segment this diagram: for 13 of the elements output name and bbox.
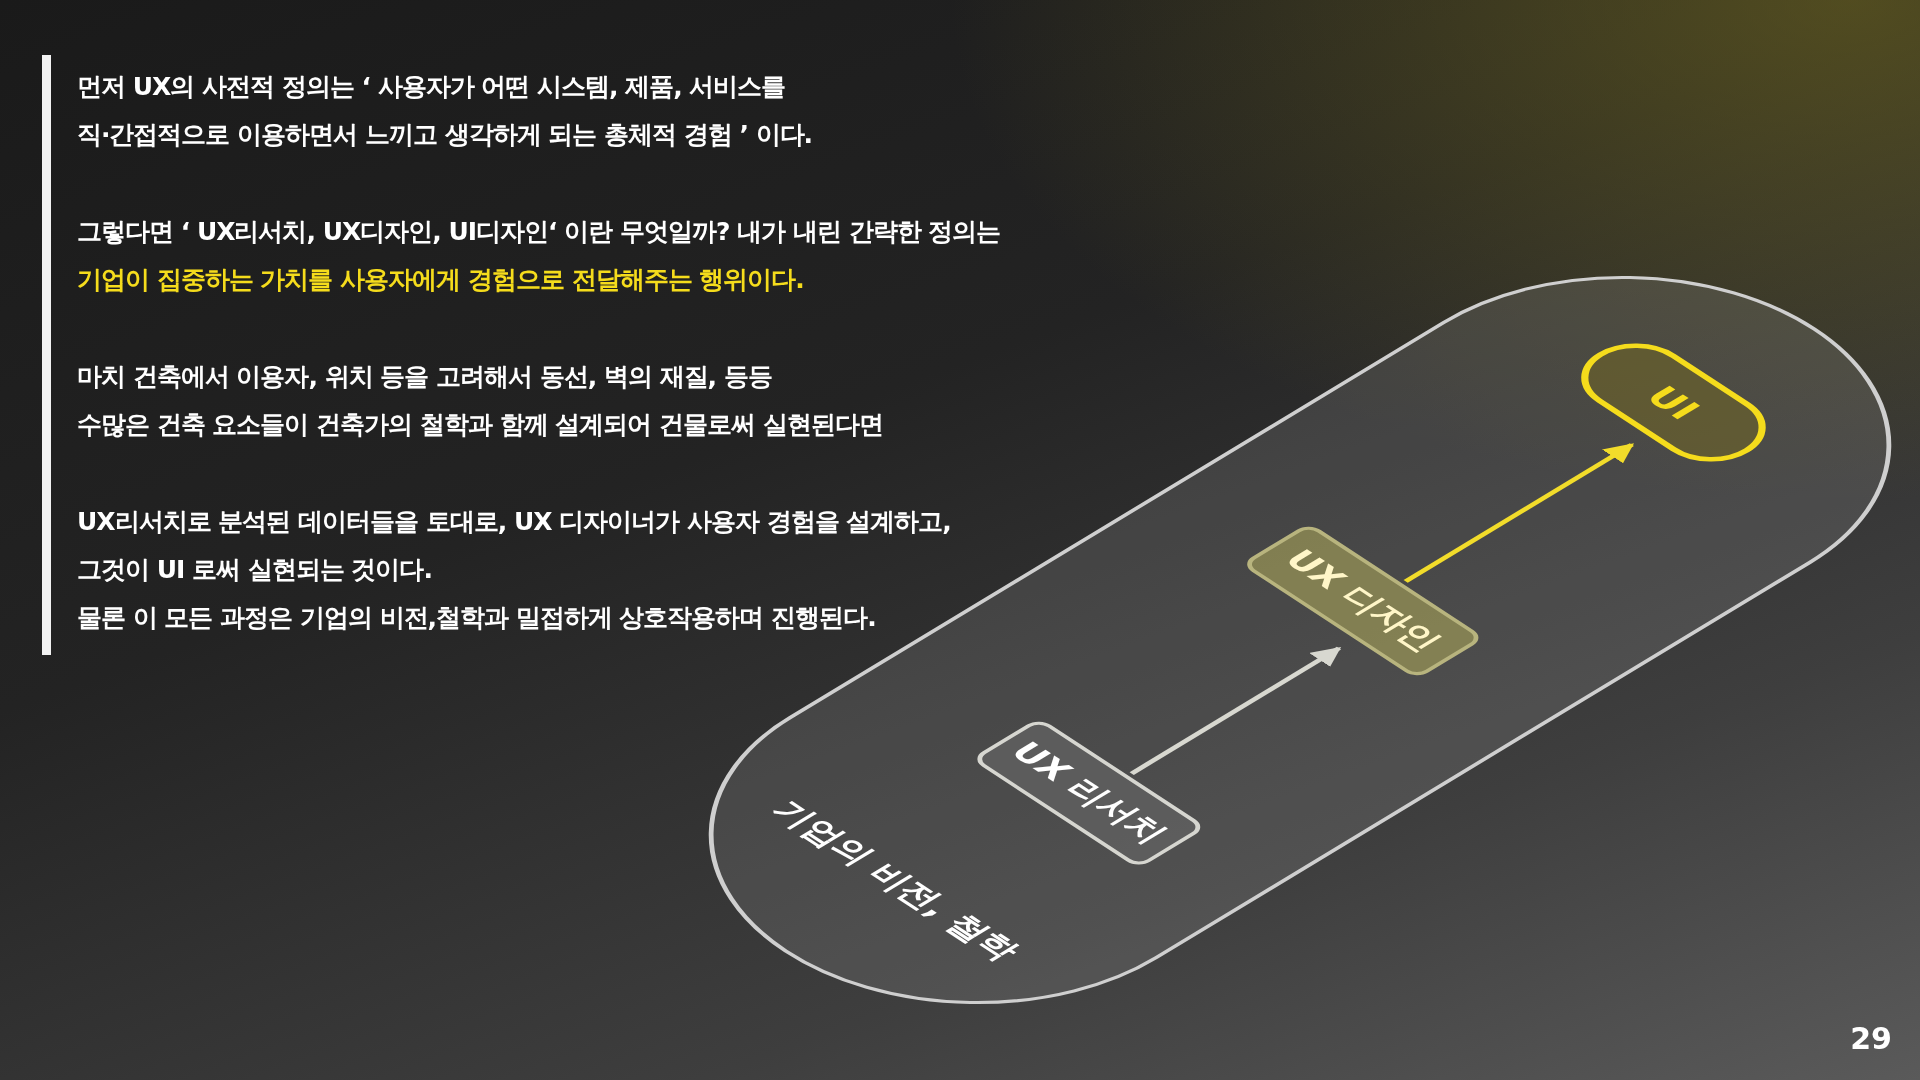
text-line: 기업이 집중하는 가치를 사용자에게 경험으로 전달해주는 행위이다.	[77, 264, 804, 296]
arrow	[1404, 442, 1634, 584]
text-line: 직·간접적으로 이용하면서 느끼고 생각하게 되는 총체적 경험 ’ 이다.	[77, 119, 813, 151]
text-line: 물론 이 모든 과정은 기업의 비전,철학과 밀접하게 상호작용하며 진행된다.	[77, 602, 876, 634]
arrow	[1130, 646, 1341, 776]
text-line: 수많은 건축 요소들이 건축가의 철학과 함께 설계되어 건물로써 실현된다면	[77, 409, 883, 441]
text-line: UX리서치로 분석된 데이터들을 토대로, UX 디자이너가 사용자 경험을 설계하고,	[77, 506, 951, 538]
text-line: 마치 건축에서 이용자, 위치 등을 고려해서 동선, 벽의 재질, 등등	[77, 361, 772, 393]
page-number: 29	[1850, 1022, 1892, 1056]
text-line: 먼저 UX의 사전적 정의는 ‘ 사용자가 어떤 시스템, 제품, 서비스를	[77, 71, 786, 103]
node-label: UI	[1637, 380, 1709, 425]
text-line: 그것이 UI 로써 실현되는 것이다.	[77, 554, 432, 586]
text-line: 그렇다면 ‘ UX리서치, UX디자인, UI디자인‘ 이란 무엇일까? 내가 내린 간략한 정의는	[77, 216, 1001, 248]
